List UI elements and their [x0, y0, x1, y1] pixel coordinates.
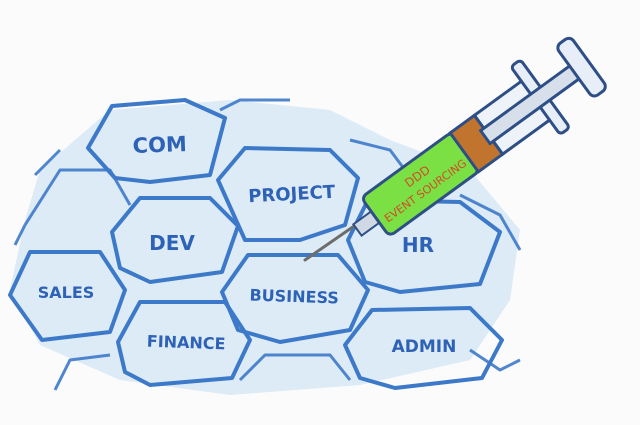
hex-dev: DEV	[110, 196, 240, 284]
hex-label-hr: HR	[402, 233, 434, 257]
hex-com: COM	[86, 98, 227, 184]
hex-project: PROJECT	[216, 146, 360, 242]
hex-label-business: BUSINESS	[249, 285, 339, 307]
hex-label-dev: DEV	[149, 231, 195, 255]
hex-finance: FINANCE	[116, 300, 252, 387]
hex-admin: ADMIN	[343, 306, 504, 390]
hex-label-finance: FINANCE	[147, 332, 226, 354]
hex-label-com: COM	[132, 132, 187, 158]
syringe-thumb-press	[556, 36, 607, 98]
syringe-needle	[303, 220, 362, 262]
hex-sales: SALES	[8, 250, 127, 342]
hex-label-sales: SALES	[38, 283, 95, 302]
hex-label-project: PROJECT	[248, 182, 337, 208]
hex-label-admin: ADMIN	[392, 337, 457, 357]
